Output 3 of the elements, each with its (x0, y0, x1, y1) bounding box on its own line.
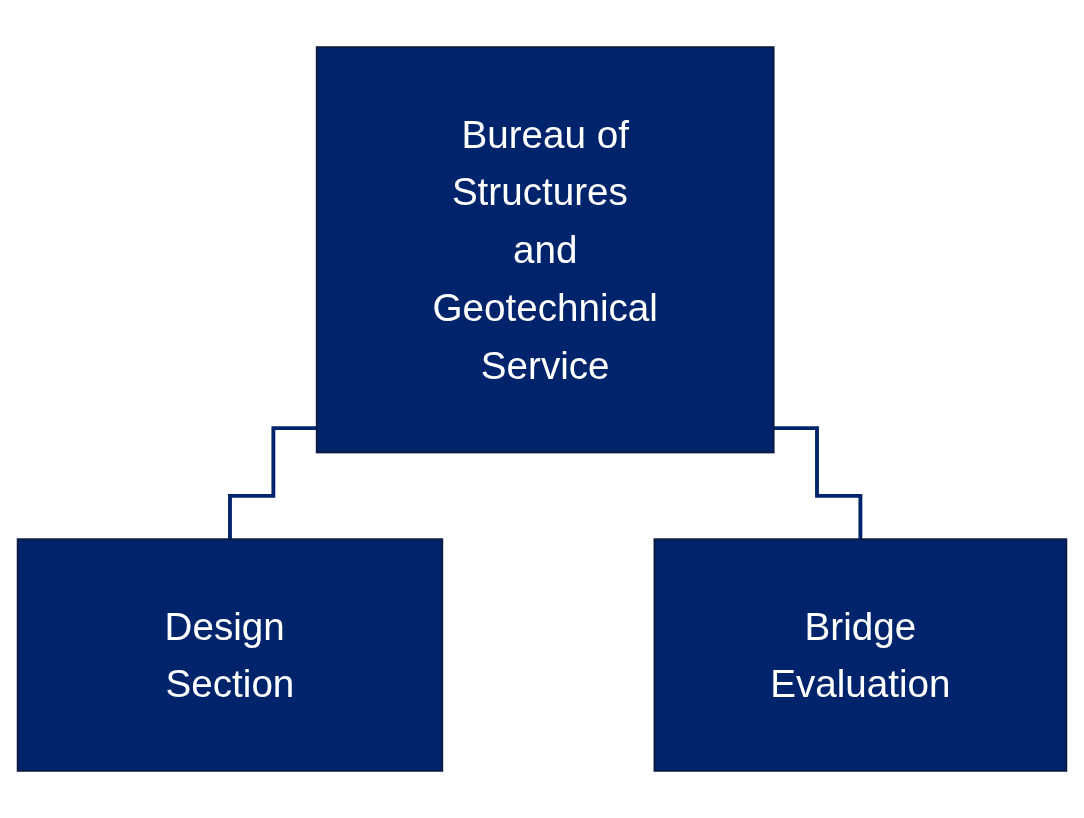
node-box: Design Section (16, 538, 444, 772)
node-box: Bridge Evaluation (653, 538, 1068, 772)
node-box: Bureau of Structures and Geotechnical Service (315, 46, 775, 454)
